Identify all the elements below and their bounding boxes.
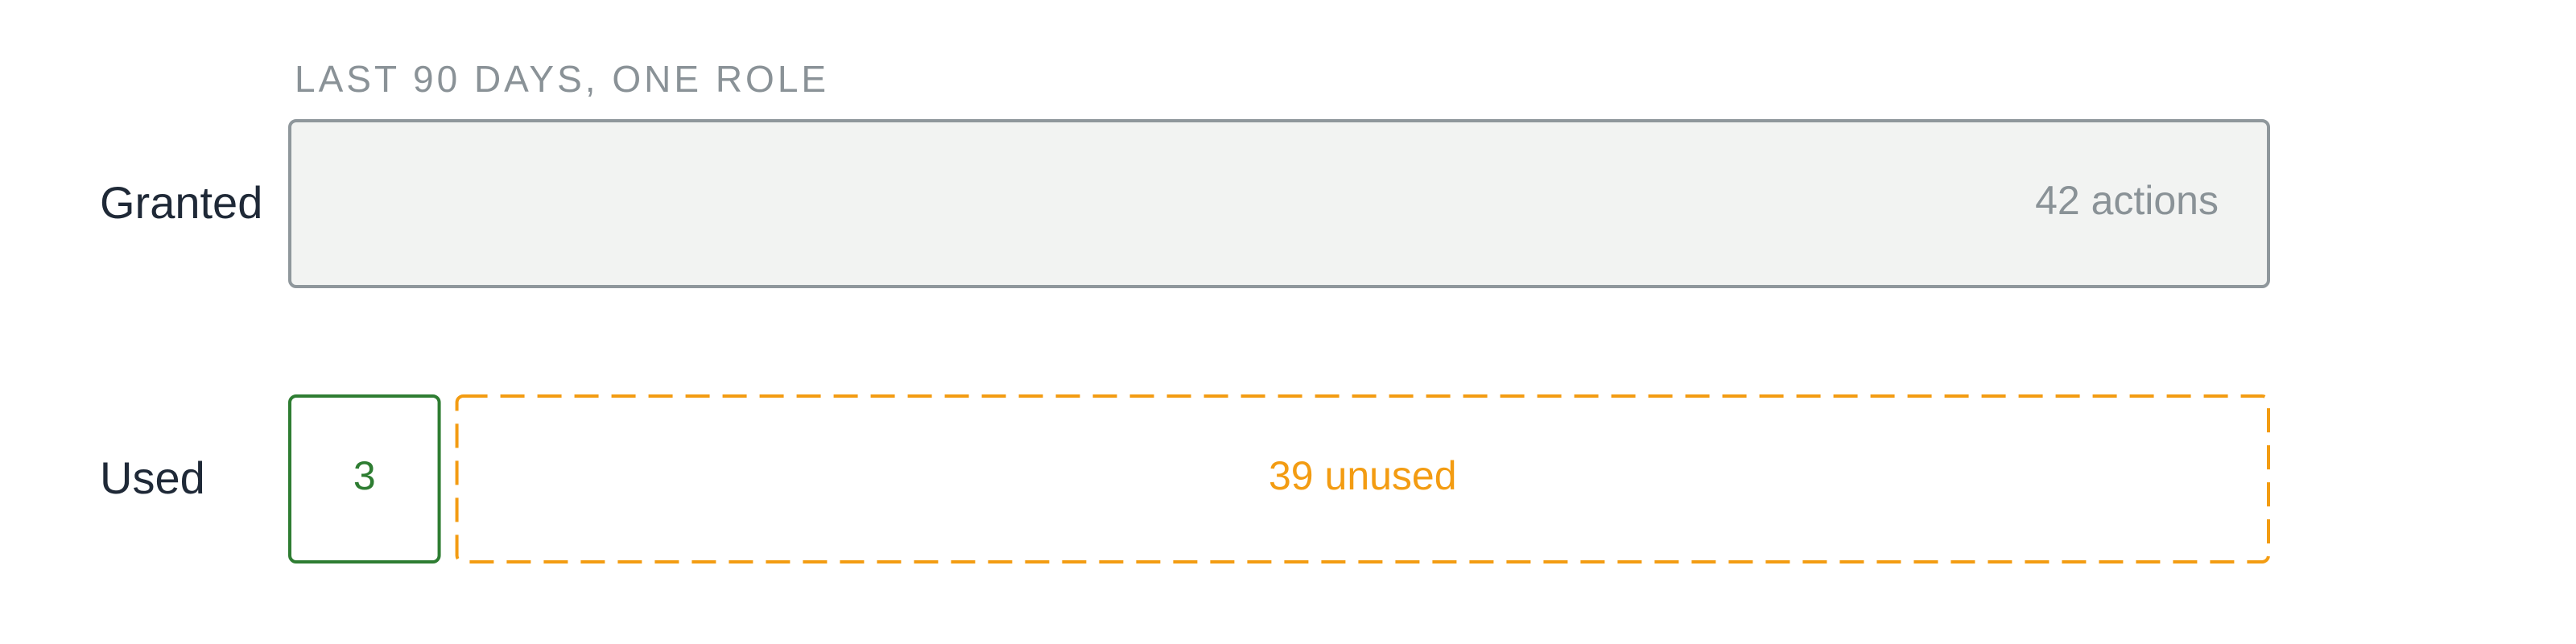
unused-bar — [455, 394, 2270, 564]
granted-value-label: 42 actions — [2035, 178, 2219, 223]
granted-bar — [288, 119, 2270, 288]
row-label-used: Used — [100, 452, 205, 503]
chart-subtitle: LAST 90 DAYS, ONE ROLE — [295, 58, 829, 100]
used-bar — [288, 394, 441, 564]
used-value-label: 3 — [353, 453, 376, 498]
row-label-granted: Granted — [100, 177, 262, 228]
unused-value-label: 39 unused — [1269, 453, 1457, 498]
